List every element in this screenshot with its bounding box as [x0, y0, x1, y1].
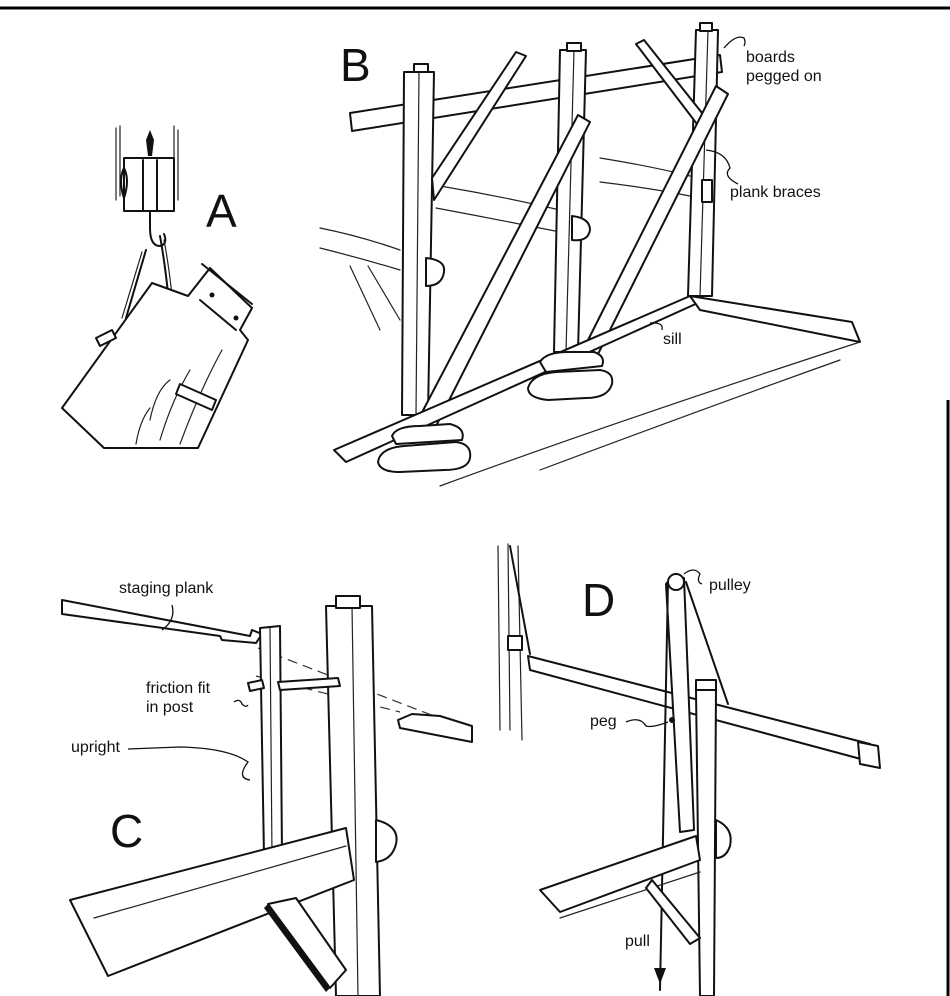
post-d — [695, 689, 717, 996]
label-sill: sill — [663, 331, 682, 348]
panel-b-drawing — [319, 22, 861, 487]
beam — [69, 827, 355, 977]
leader-friction-fit — [233, 699, 249, 707]
leader-pulley — [683, 569, 703, 585]
panel-d-drawing — [497, 543, 881, 996]
sill — [333, 295, 701, 463]
friction-fit-pin — [277, 677, 341, 691]
timber-post — [61, 263, 253, 449]
leader-upright — [127, 746, 251, 781]
label-plank-braces: plank braces — [730, 184, 821, 201]
leader-staging-plank — [161, 604, 174, 631]
panel-letter-b: B — [340, 39, 371, 91]
panel-letter-d: D — [582, 574, 616, 626]
panel-letter-c: C — [110, 805, 144, 857]
label-pulley: pulley — [709, 577, 751, 594]
label-staging-plank: staging plank — [119, 580, 214, 597]
stone-footing-2 — [527, 351, 614, 401]
label-friction-fit-line1: friction fit — [146, 680, 211, 697]
panel-c-drawing — [61, 595, 473, 996]
label-upright: upright — [71, 739, 120, 756]
leader-boards — [723, 36, 746, 49]
panel-a-drawing — [61, 125, 253, 449]
label-friction-fit-line2: in post — [146, 699, 194, 716]
pulley-block-icon — [115, 125, 179, 247]
label-peg: peg — [590, 713, 617, 730]
pull-arrow-icon — [654, 968, 666, 984]
panel-letter-a: A — [206, 185, 237, 237]
leader-plank-braces — [705, 149, 739, 185]
label-boards-line1: boards — [746, 49, 795, 66]
top-board — [349, 54, 723, 132]
label-boards-pegged-on: boards pegged on — [746, 48, 822, 86]
leader-peg — [625, 719, 669, 728]
label-pull: pull — [625, 933, 650, 950]
leader-sill — [649, 322, 663, 331]
stone-footing-1 — [377, 423, 472, 473]
label-friction-fit: friction fit in post — [146, 679, 210, 717]
staging-plank — [61, 599, 263, 644]
label-boards-line2: pegged on — [746, 68, 822, 85]
